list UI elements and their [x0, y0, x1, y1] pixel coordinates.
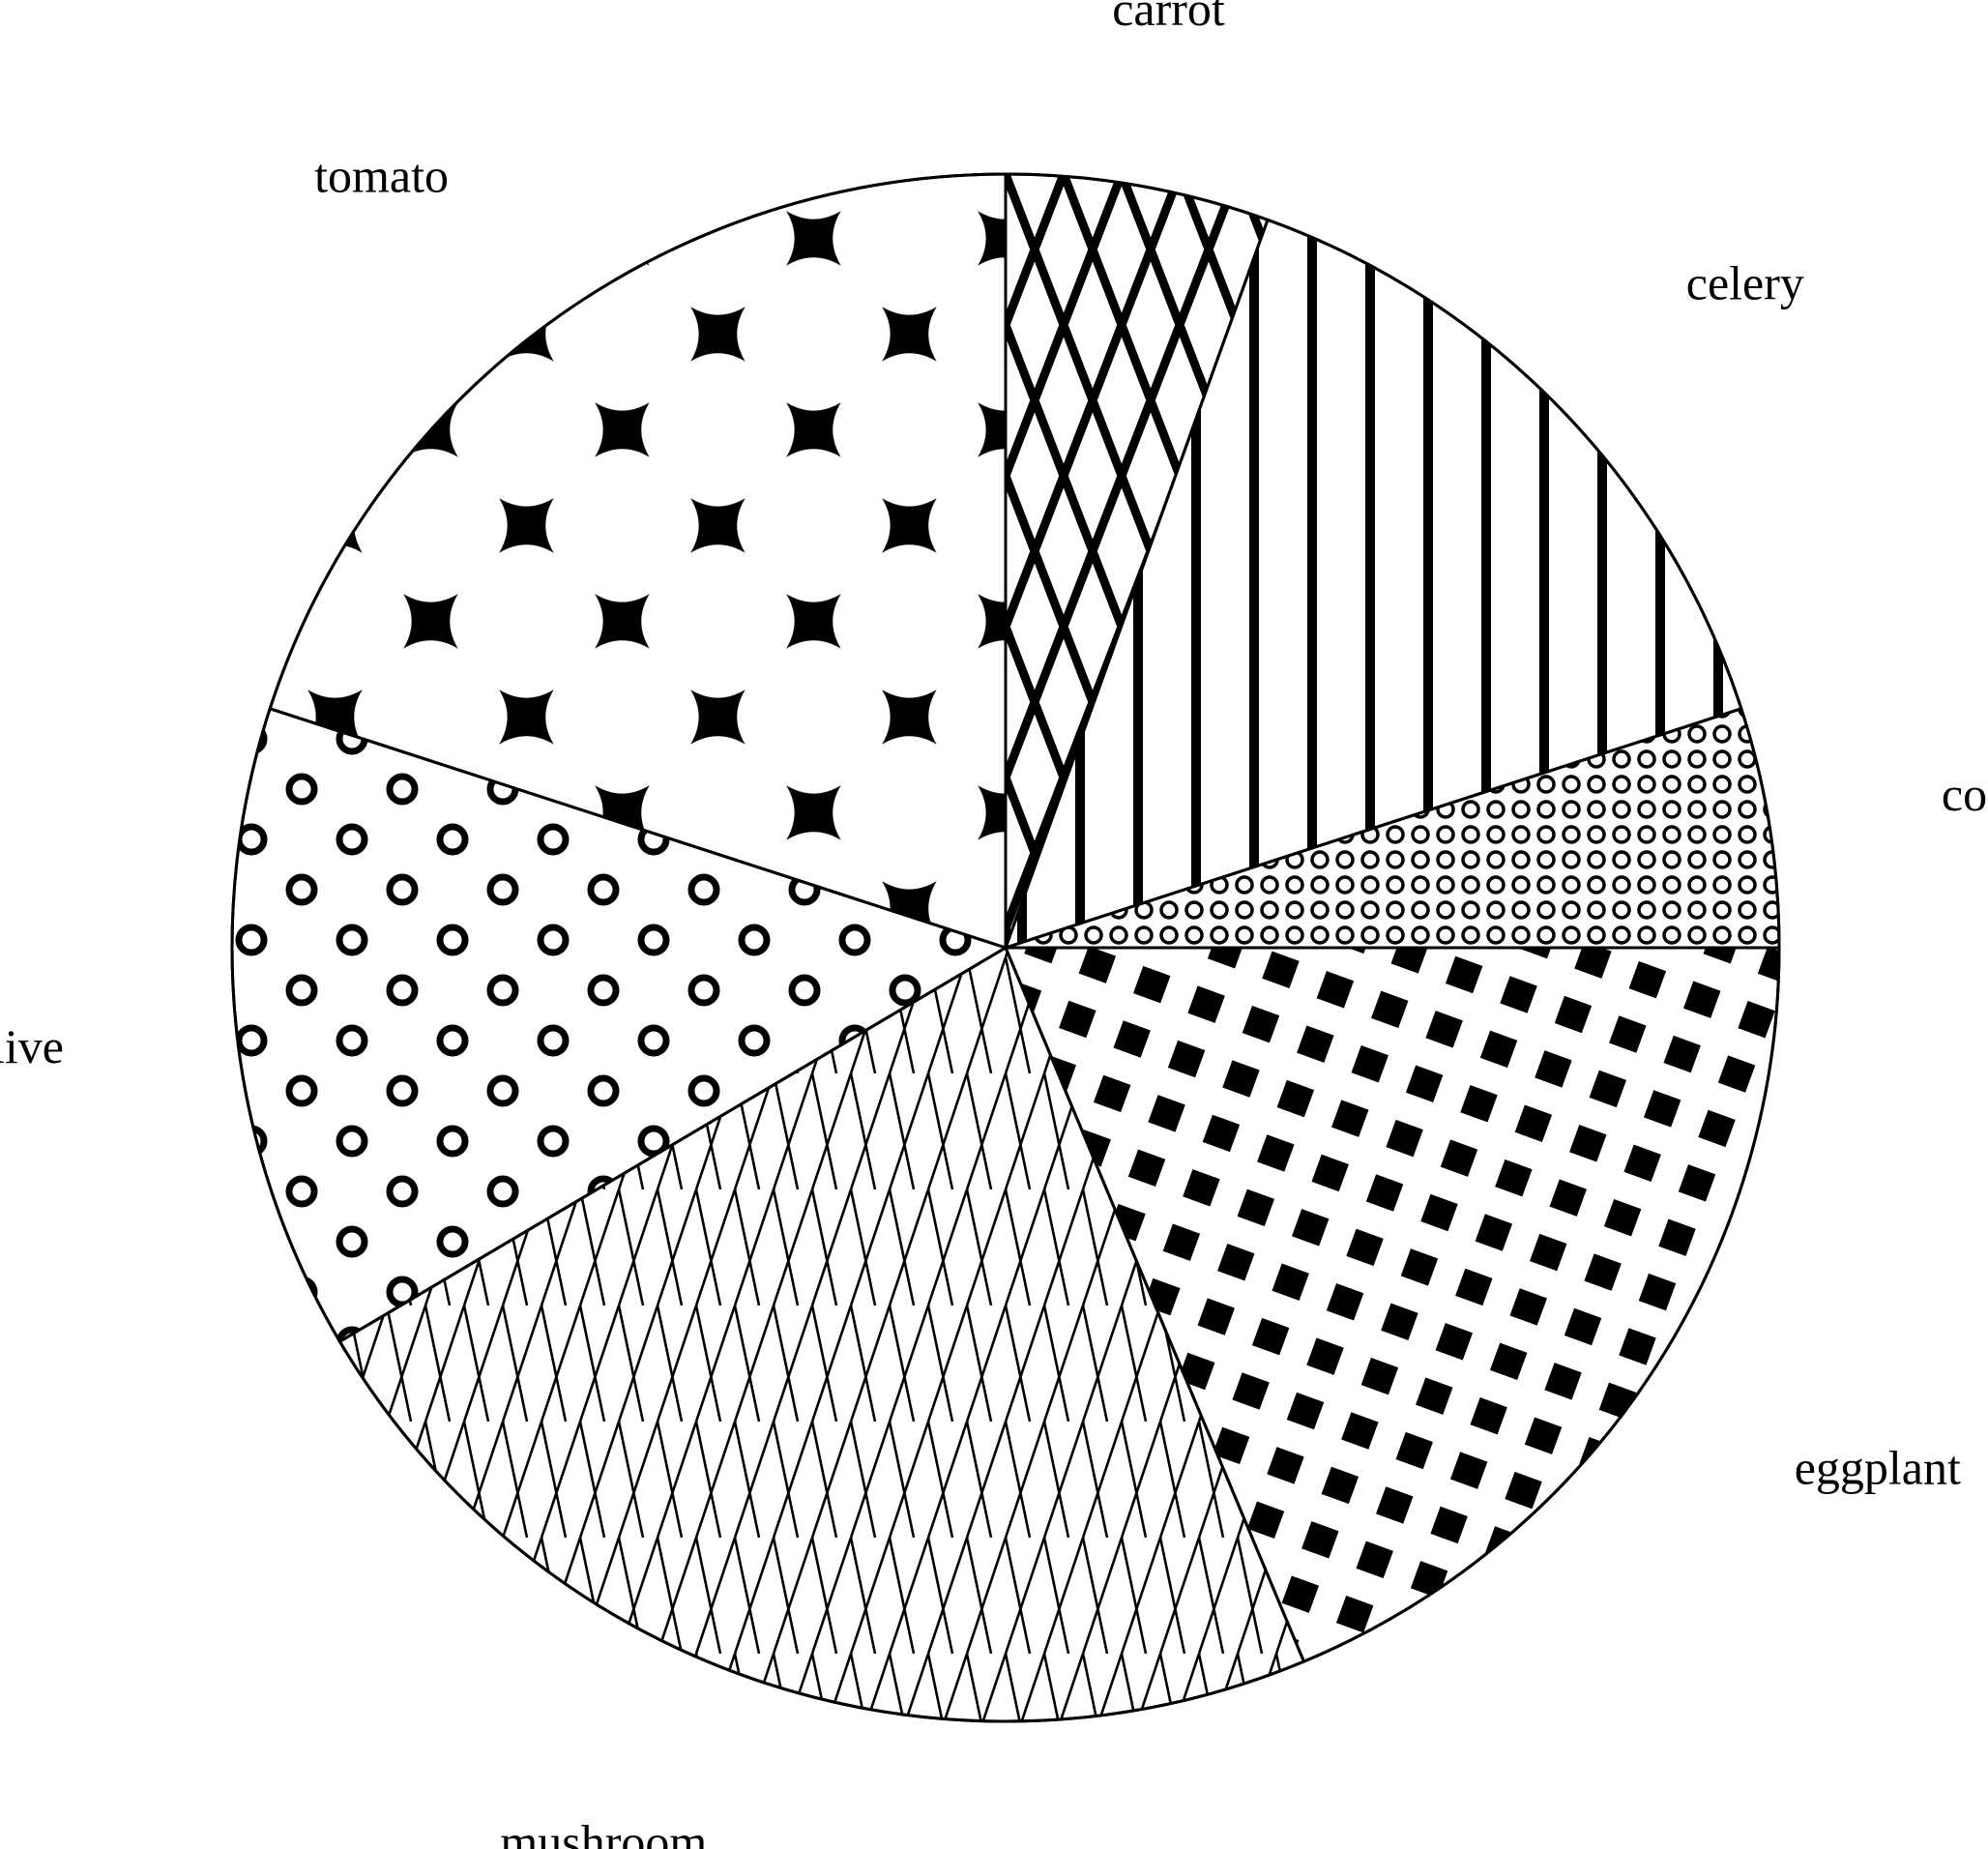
pie-label-eggplant: eggplant [1795, 1441, 1961, 1495]
pie-label-tomato: tomato [314, 149, 449, 203]
pie-label-olive: olive [0, 1019, 64, 1073]
pie-outline [230, 172, 1781, 1723]
pie-label-carrot: carrot [1112, 0, 1225, 36]
pie-label-celery: celery [1686, 255, 1804, 309]
pie-label-mushroom: mushroom [500, 1815, 707, 1849]
pie-label-corn: corn [1942, 767, 1988, 821]
pie-slices [230, 172, 1781, 1723]
